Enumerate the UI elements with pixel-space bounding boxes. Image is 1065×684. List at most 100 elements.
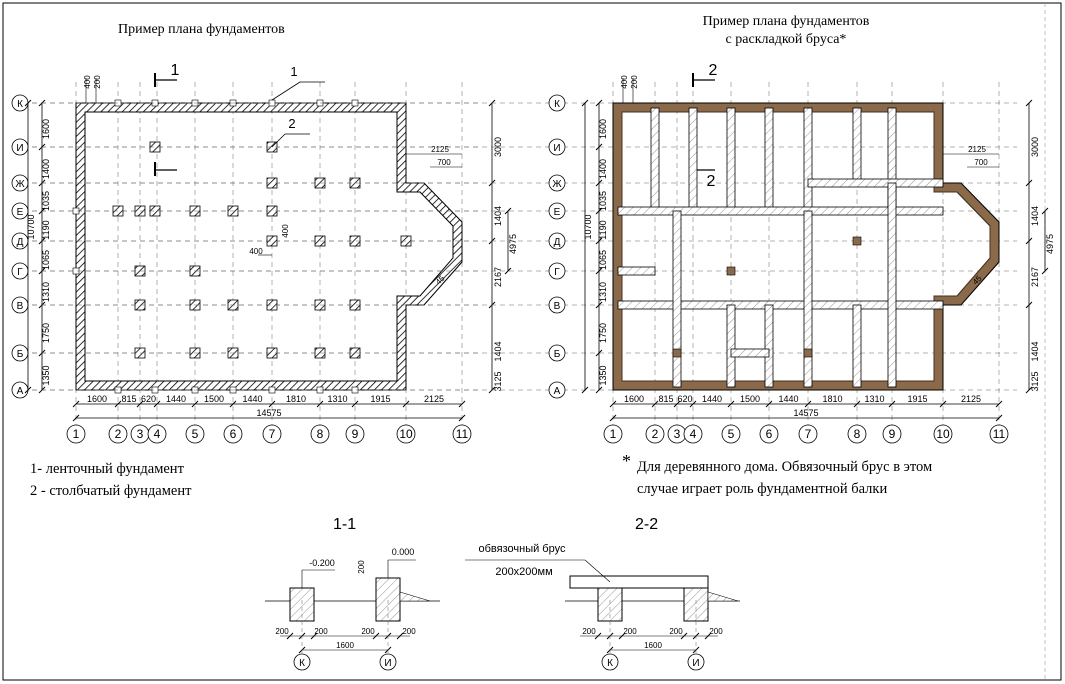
axis-label: 8 xyxy=(854,427,861,441)
dim-tick xyxy=(1025,386,1033,394)
axis-label: А xyxy=(554,386,561,397)
axis-label: И xyxy=(16,143,23,154)
axis-bubble xyxy=(933,424,953,444)
beam xyxy=(730,348,770,358)
dim-text: 200 xyxy=(669,627,683,636)
dim-text-bottom: 620 xyxy=(677,394,692,404)
dim-tick xyxy=(351,400,359,408)
axis-bubble xyxy=(548,174,566,192)
dim-tick xyxy=(136,400,144,408)
dim-text-bottom: 815 xyxy=(121,394,136,404)
pier-dim-h: 400 xyxy=(281,224,290,238)
dim-tick xyxy=(888,400,896,408)
dim-text-bottom: 1500 xyxy=(740,394,760,404)
axis-label: Г xyxy=(17,267,23,278)
dim-text-right: 1404 xyxy=(493,341,503,361)
callout-leader xyxy=(271,133,286,148)
callout-leader xyxy=(271,81,301,101)
dim-tick xyxy=(689,400,697,408)
pier xyxy=(726,266,736,276)
dim-text-left: 1350 xyxy=(598,365,608,385)
dim-text-right-total: 4975 xyxy=(508,234,518,254)
dim-tick xyxy=(504,267,512,275)
dim-text: 200 xyxy=(709,627,723,636)
axis-label: 3 xyxy=(674,427,681,441)
blind-area xyxy=(707,591,739,602)
dim-text-left: 1190 xyxy=(598,220,608,239)
dim-bay-offset-text: 700 xyxy=(974,158,988,167)
section-1-title: 1-1 xyxy=(333,516,357,533)
axis-label: Д xyxy=(554,237,561,248)
dim-text-bottom: 1600 xyxy=(624,394,644,404)
dim-tick xyxy=(229,400,237,408)
dim-tick xyxy=(595,237,603,245)
axis-label: К xyxy=(17,99,23,110)
axis-label: 7 xyxy=(269,427,276,441)
dim-span: 1600 xyxy=(644,641,662,650)
dim-tick xyxy=(595,179,603,187)
axis-label: И xyxy=(384,658,391,669)
callout-1: 1 xyxy=(290,64,297,79)
dim-text-left: 1065 xyxy=(598,250,608,270)
dim-tick xyxy=(673,400,681,408)
dim-text-bottom: 1310 xyxy=(864,394,884,404)
beam-leader xyxy=(584,559,611,583)
dim-text-right: 3125 xyxy=(1030,371,1040,391)
axis-bubble xyxy=(548,138,566,156)
dim-tick xyxy=(24,99,32,107)
beam xyxy=(803,107,813,212)
axis-label: 6 xyxy=(230,427,237,441)
dim-tick xyxy=(1041,207,1049,215)
axis-label: 6 xyxy=(766,427,773,441)
pier xyxy=(852,236,862,246)
dim-offset: 200 xyxy=(630,75,639,89)
dim-text-right-total: 4975 xyxy=(1045,234,1055,254)
beam-label: обвязочный брус xyxy=(479,543,566,555)
dim-text-right: 2167 xyxy=(493,267,503,287)
dim-span: 1600 xyxy=(336,641,354,650)
axis-label: 11 xyxy=(993,427,1006,441)
axis-label: 10 xyxy=(399,427,413,441)
dim-text: 200 xyxy=(314,627,328,636)
axis-bubble xyxy=(548,296,566,314)
axis-label: 4 xyxy=(154,427,161,441)
note-line-1: Для деревянного дома. Обвязочный брус в … xyxy=(637,459,933,475)
axis-bubble xyxy=(396,424,416,444)
dim-text-bottom: 1810 xyxy=(286,394,306,404)
axis-label: К xyxy=(299,658,305,669)
legend-item-1: 1- ленточный фундамент xyxy=(30,461,184,477)
dim-height: 200 xyxy=(357,560,366,574)
axis-bubble xyxy=(601,653,619,671)
axis-label: 1 xyxy=(610,427,617,441)
right-plan-title-line1: Пример плана фундаментов xyxy=(702,14,870,29)
axis-label: К xyxy=(554,99,560,110)
dim-tick xyxy=(72,400,80,408)
dim-text-bottom: 1915 xyxy=(907,394,927,404)
dim-text: 200 xyxy=(275,627,289,636)
dim-text: 200 xyxy=(582,627,596,636)
dim-text: 200 xyxy=(402,627,416,636)
blind-area xyxy=(399,591,431,602)
dim-tick xyxy=(595,386,603,394)
axis-bubble xyxy=(687,653,705,671)
section-mark-label: 1 xyxy=(171,62,180,79)
dim-text-left: 1035 xyxy=(41,191,51,211)
dim-tick xyxy=(316,400,324,408)
axis-bubble xyxy=(185,424,205,444)
dim-text-right: 3000 xyxy=(1030,137,1040,157)
dim-text-bottom: 2125 xyxy=(961,394,981,404)
dim-tick xyxy=(995,400,1003,408)
dim-bay-text: 2125 xyxy=(431,145,449,154)
dim-tick xyxy=(1025,237,1033,245)
dim-text-right: 3125 xyxy=(493,371,503,391)
dim-text-bottom: 1440 xyxy=(778,394,798,404)
dim-wall: 400 xyxy=(83,75,92,89)
beam xyxy=(803,210,813,388)
beam xyxy=(726,107,736,212)
dim-text-bottom: 620 xyxy=(141,394,156,404)
axis-bubble xyxy=(759,424,779,444)
dim-tick xyxy=(24,386,32,394)
axis-label: 8 xyxy=(317,427,324,441)
